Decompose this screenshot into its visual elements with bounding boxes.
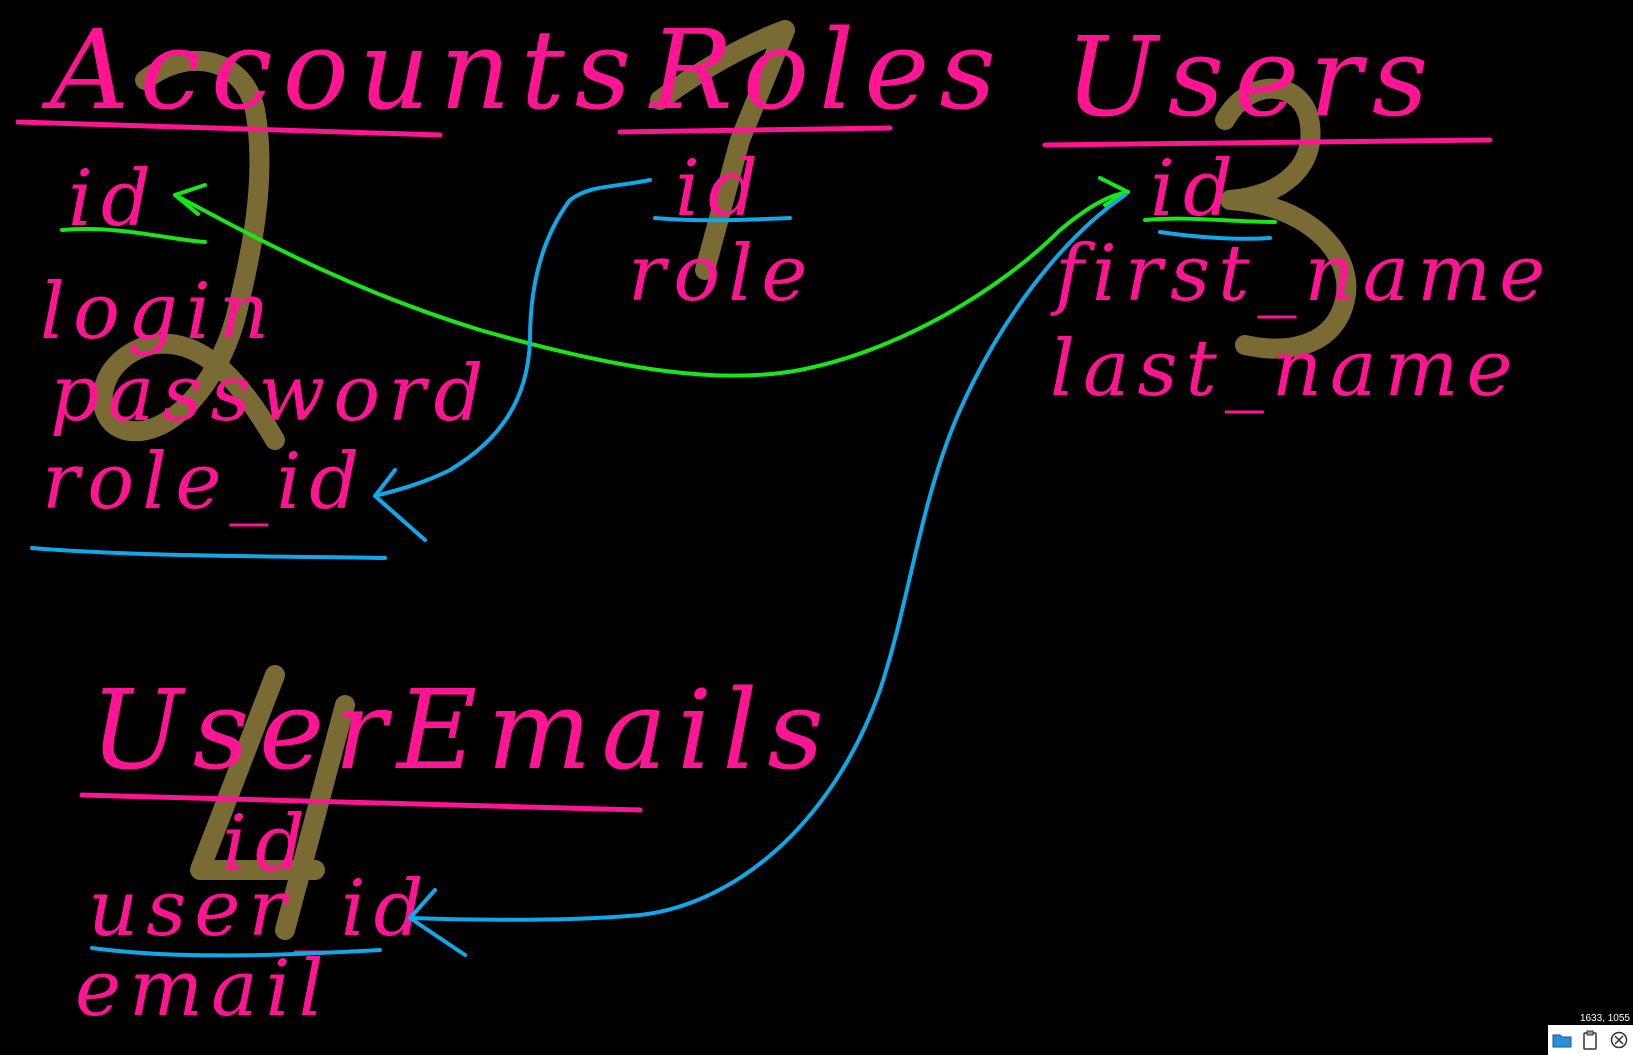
order-mark-3 <box>1215 78 1357 359</box>
header-underline <box>617 125 893 135</box>
relation-users-id-useremails-user-id <box>408 193 1127 922</box>
field-login: login <box>40 267 277 357</box>
field-id: id <box>222 799 313 889</box>
table-title: UserEmails <box>90 666 834 794</box>
table-title: Roles <box>648 6 1006 134</box>
underline-accounts-id <box>60 226 207 244</box>
field-user-id: user_id <box>88 864 432 954</box>
header-underline <box>79 792 643 813</box>
table-title: Accounts <box>41 6 641 134</box>
table-roles: Roles id role <box>617 6 1006 319</box>
field-last-name: last_name <box>1050 324 1521 414</box>
arrowhead <box>173 183 207 216</box>
close-icon[interactable] <box>1608 1029 1630 1051</box>
folder-icon[interactable] <box>1551 1029 1573 1051</box>
table-title: Users <box>1065 13 1438 141</box>
arrowhead <box>408 888 467 957</box>
table-users: Users id first_name last_name <box>1042 13 1553 414</box>
order-mark-1 <box>650 20 795 280</box>
arrowhead <box>373 468 427 542</box>
field-role-id: role_id <box>42 437 367 527</box>
order-marks <box>92 20 1357 940</box>
field-password: password <box>50 349 491 439</box>
order-mark-2 <box>92 50 285 450</box>
clipboard-icon[interactable] <box>1579 1029 1601 1051</box>
header-underline <box>1042 137 1493 148</box>
order-mark-4 <box>190 665 355 940</box>
underline-accounts-role-id <box>30 546 387 560</box>
table-accounts: Accounts id login password role_id <box>15 6 641 527</box>
field-first-name: first_name <box>1050 229 1553 319</box>
coordinate-readout: 1633, 1055 <box>1579 1013 1630 1024</box>
field-email: email <box>75 944 332 1034</box>
underline-users-id-green <box>1143 216 1277 224</box>
underline-useremails-user-id <box>90 946 382 958</box>
underline-users-id-blue <box>1158 230 1272 241</box>
header-underline <box>15 119 443 138</box>
table-useremails: UserEmails id user_id email <box>75 666 834 1034</box>
underline-roles-id <box>653 216 792 223</box>
bottom-toolbar <box>1548 1025 1633 1055</box>
relation-accounts-id-users-id <box>173 190 1130 378</box>
relation-roles-id-accounts-role-id <box>373 178 652 498</box>
field-role: role <box>628 229 815 319</box>
